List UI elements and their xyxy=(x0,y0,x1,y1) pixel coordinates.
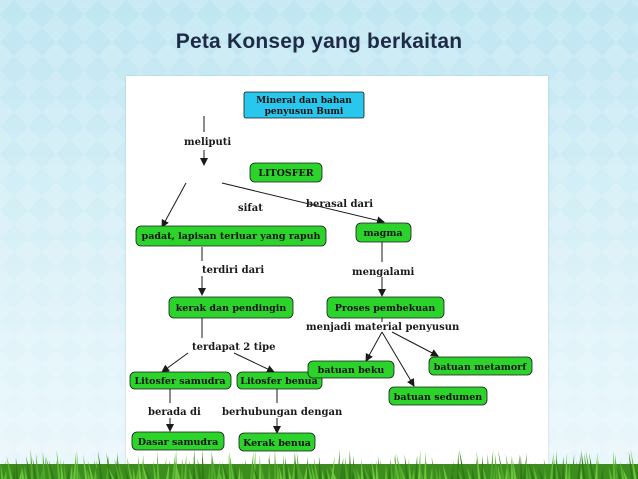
label-berhubungan: berhubungan dengan xyxy=(222,407,343,418)
edge-litosfer-magma xyxy=(221,182,385,225)
node-padat: padat, lapisan terluar yang rapuh xyxy=(135,225,327,247)
label-terdapat: terdapat 2 tipe xyxy=(192,342,276,353)
node-litosfer-samudra: Litosfer samudra xyxy=(129,371,232,390)
label-mengalami: mengalami xyxy=(352,267,415,278)
slide-title: Peta Konsep yang berkaitan xyxy=(175,30,463,53)
label-terdiri-dari: terdiri dari xyxy=(202,265,264,276)
edge-litosfer-padat xyxy=(161,182,187,228)
svg-text:batuan sedumen: batuan sedumen xyxy=(394,392,483,403)
node-kerak-benua: Kerak benua xyxy=(238,432,316,452)
node-root-line1: Mineral dan bahan xyxy=(256,96,352,106)
svg-text:Litosfer samudra: Litosfer samudra xyxy=(134,376,225,387)
node-root: Mineral dan bahan penyusun Bumi xyxy=(243,91,365,119)
node-root-line2: penyusun Bumi xyxy=(265,107,344,117)
svg-text:padat, lapisan terluar yang ra: padat, lapisan terluar yang rapuh xyxy=(142,231,321,242)
node-magma: magma xyxy=(355,222,412,243)
node-litosfer: LITOSFER xyxy=(249,162,323,183)
edges xyxy=(161,116,439,434)
svg-text:batuan metamorf: batuan metamorf xyxy=(434,362,527,373)
edge-terdapat-samudra xyxy=(161,352,189,373)
node-kerak-pendingin: kerak dan pendingin xyxy=(168,296,294,319)
link-labels: meliputi sifat berasal dari terdiri dari… xyxy=(148,137,460,418)
label-berasal-dari: berasal dari xyxy=(306,199,373,210)
label-menjadi: menjadi material penyusun xyxy=(306,322,460,333)
edge-menjadi-metamorf xyxy=(391,331,439,357)
svg-text:batuan beku: batuan beku xyxy=(318,365,385,376)
svg-text:kerak dan pendingin: kerak dan pendingin xyxy=(176,303,287,314)
node-litosfer-benua: Litosfer benua xyxy=(236,371,323,390)
concept-map: Mineral dan bahan penyusun Bumi LITOSFER… xyxy=(129,91,533,452)
node-batuan-sedumen: batuan sedumen xyxy=(388,386,488,406)
svg-text:Proses pembekuan: Proses pembekuan xyxy=(335,303,436,314)
node-dasar-samudra: Dasar samudra xyxy=(131,431,225,451)
edge-terdapat-benua xyxy=(233,352,275,373)
grass-border xyxy=(0,449,638,479)
svg-text:Dasar samudra: Dasar samudra xyxy=(138,437,218,448)
node-proses-pembekuan: Proses pembekuan xyxy=(326,296,445,319)
node-batuan-metamorf: batuan metamorf xyxy=(428,356,533,376)
concept-map-panel: Mineral dan bahan penyusun Bumi LITOSFER… xyxy=(126,76,548,467)
svg-text:LITOSFER: LITOSFER xyxy=(258,168,313,179)
svg-text:magma: magma xyxy=(363,228,402,239)
svg-text:Kerak benua: Kerak benua xyxy=(243,438,311,449)
node-batuan-beku: batuan beku xyxy=(307,360,395,379)
label-berada-di: berada di xyxy=(148,407,201,418)
edge-menjadi-beku xyxy=(365,331,383,362)
svg-text:Litosfer benua: Litosfer benua xyxy=(240,376,317,387)
label-sifat: sifat xyxy=(238,203,263,214)
edge-menjadi-sedumen xyxy=(381,331,415,387)
label-meliputi: meliputi xyxy=(184,137,231,148)
grass-blades xyxy=(0,449,638,479)
